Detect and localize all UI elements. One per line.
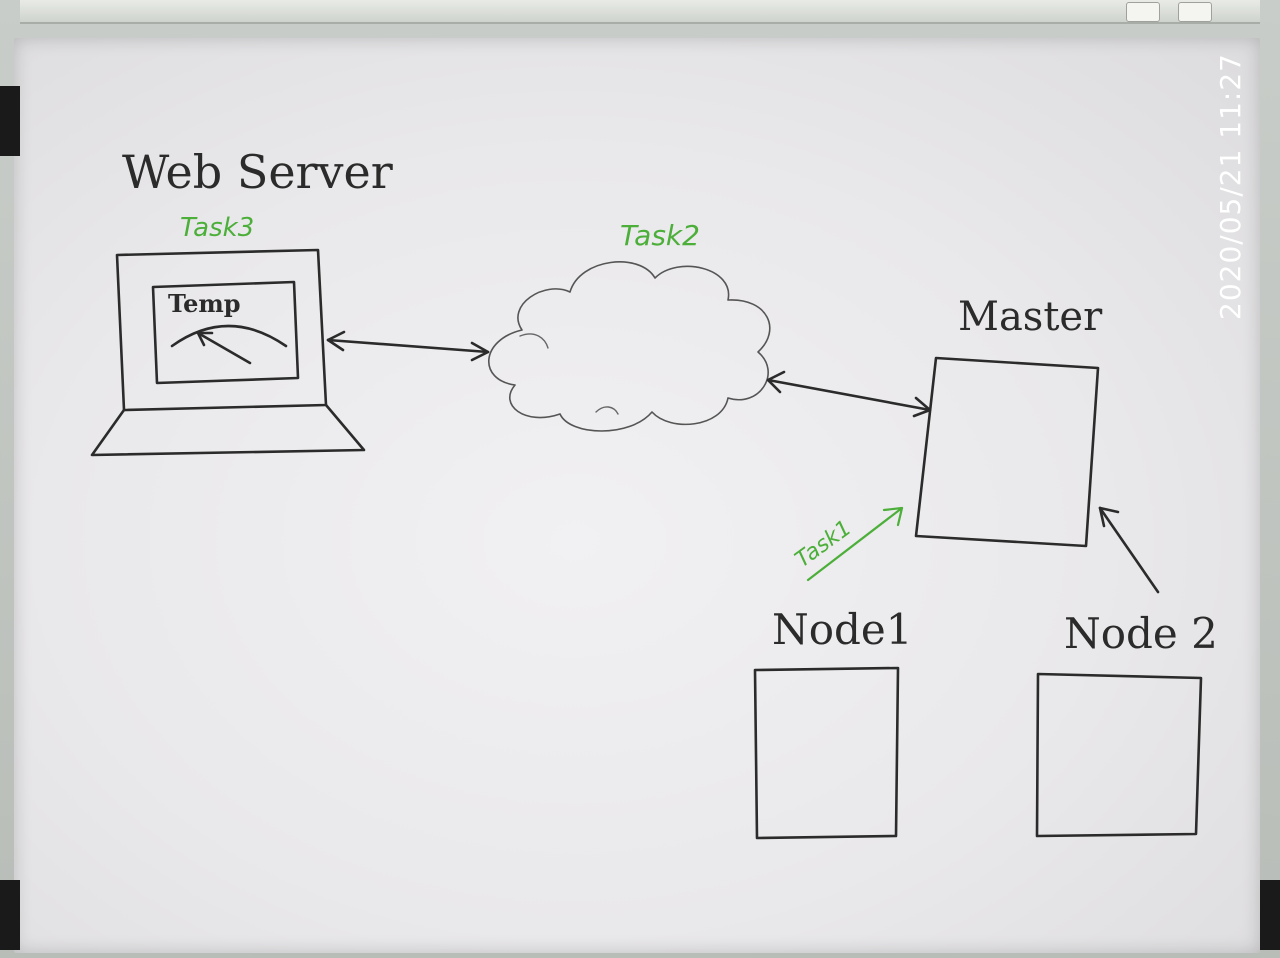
arrow-laptop-cloud — [326, 338, 490, 354]
node2-box — [1035, 672, 1203, 838]
whiteboard-top-rail — [20, 0, 1260, 24]
gauge-arc — [170, 324, 288, 348]
task2-label: Task2 — [620, 219, 700, 252]
master-label: Master — [958, 294, 1103, 340]
gauge-needle — [196, 331, 252, 365]
whiteboard-surface — [14, 38, 1260, 953]
laptop-screen-outline — [115, 248, 328, 412]
node1-label: Node1 — [772, 605, 913, 654]
laptop-base — [90, 403, 366, 457]
temp-label: Temp — [168, 289, 241, 318]
master-box — [914, 356, 1100, 548]
rail-clip — [1126, 2, 1160, 22]
web-server-label: Web Server — [122, 145, 393, 199]
node2-label: Node 2 — [1064, 609, 1218, 658]
frame-corner — [0, 86, 20, 156]
cloud-network — [488, 261, 771, 432]
arrow-node2-master — [1098, 506, 1160, 594]
frame-corner — [0, 880, 20, 950]
node1-box — [753, 666, 900, 840]
task3-label: Task3 — [180, 213, 254, 243]
gauge-needle-head — [196, 331, 214, 347]
task1-label: Task1 — [791, 516, 857, 573]
arrow-node1-master-task1 — [806, 506, 904, 582]
photo-timestamp: 2020/05/21 11:27 — [1214, 53, 1247, 320]
rail-clip — [1178, 2, 1212, 22]
arrow-cloud-master — [766, 378, 932, 412]
frame-corner — [1260, 880, 1280, 950]
laptop-inner-screen — [151, 280, 300, 385]
